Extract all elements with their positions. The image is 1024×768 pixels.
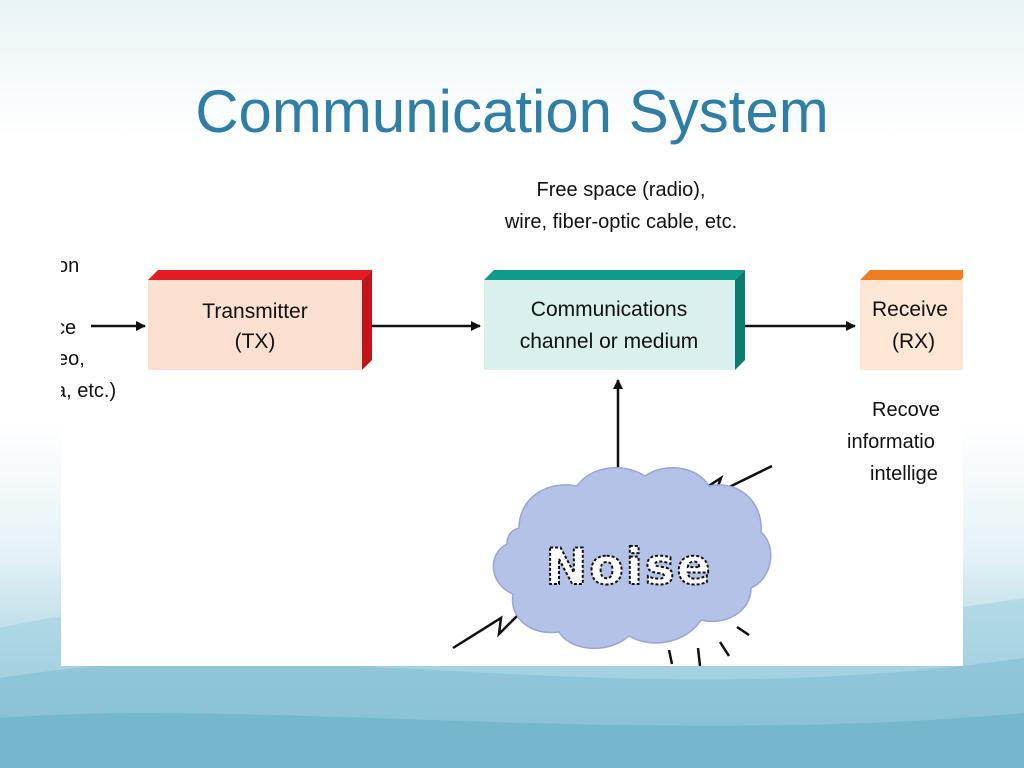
channel-annotation-line2: wire, fiber-optic cable, etc. — [504, 211, 737, 233]
receiver-output-line3: intellige — [870, 463, 938, 485]
transmitter-label: Transmitter — [202, 300, 307, 323]
noise-radiation-ticks — [667, 625, 750, 666]
channel-label-line2: channel or medium — [520, 330, 699, 353]
lightning-bolt-left-icon — [452, 611, 522, 650]
communication-diagram: Free space (radio), wire, fiber-optic ca… — [61, 180, 963, 666]
receiver-label: Receive — [872, 298, 948, 321]
noise-cloud — [492, 466, 772, 649]
transmitter-abbrev: (TX) — [235, 330, 276, 353]
source-text-line1: on — [61, 255, 79, 277]
channel-label-line1: Communications — [531, 298, 687, 321]
channel-block: Communications channel or medium — [484, 270, 745, 370]
receiver-output-line1: Recove — [872, 399, 940, 421]
source-text-line3: eo, — [61, 348, 85, 370]
noise-label: Noise — [545, 538, 712, 596]
channel-annotation-line1: Free space (radio), — [537, 180, 706, 201]
source-text-line4: a, etc.) — [61, 380, 116, 402]
source-text-line2: ce — [61, 317, 76, 339]
receiver-abbrev: (RX) — [892, 330, 935, 353]
slide-title: Communication System — [195, 78, 829, 145]
receiver-block: Receive (RX) — [860, 270, 963, 370]
receiver-output-line2: informatio — [847, 431, 935, 453]
transmitter-block: Transmitter (TX) — [148, 270, 372, 370]
